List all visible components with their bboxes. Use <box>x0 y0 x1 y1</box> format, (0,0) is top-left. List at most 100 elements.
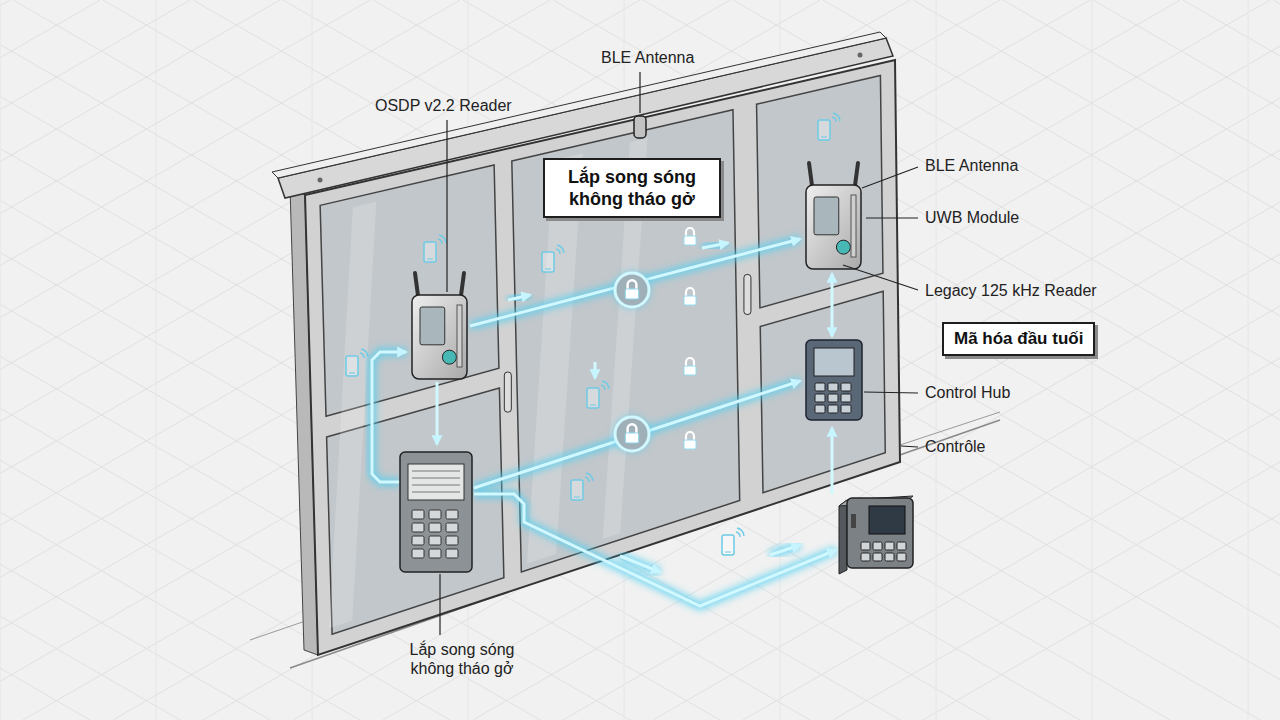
phone-icon <box>424 242 436 262</box>
sliding-door <box>504 372 511 412</box>
background-grid <box>0 0 550 720</box>
callout-label: Lắp song sóng không tháo gở <box>387 640 537 678</box>
phone-icon <box>557 245 564 253</box>
reader-device <box>806 185 861 269</box>
sliding-door <box>858 53 863 58</box>
phone-icon <box>601 385 605 390</box>
meter-device <box>412 471 460 472</box>
phone-icon <box>346 349 368 376</box>
control-hub-device <box>806 340 862 420</box>
background-grid <box>0 0 360 720</box>
meter-device <box>412 485 460 486</box>
flow-arrow <box>474 494 836 606</box>
phone-icon <box>586 473 593 481</box>
flow-glow <box>474 494 836 606</box>
phone-icon <box>571 473 593 500</box>
meter-device <box>429 536 441 545</box>
phone-icon <box>574 497 580 498</box>
flow-glow <box>591 362 600 378</box>
lock-icon <box>684 432 696 449</box>
flow-arrow <box>702 243 728 248</box>
flow-glow <box>828 428 837 494</box>
background-grid <box>0 0 1 720</box>
control-hub-device <box>828 394 838 402</box>
callout-label: Contrôle <box>925 437 985 456</box>
flow-glow <box>508 295 530 300</box>
meter-device <box>412 536 424 545</box>
callout-label: Legacy 125 kHz Reader <box>925 281 1097 300</box>
phone-icons <box>346 113 840 555</box>
control-hub-device <box>815 405 825 413</box>
flow-glow <box>770 545 800 555</box>
controller-device <box>873 542 882 550</box>
flow-arrow <box>831 274 834 336</box>
meter-device <box>400 452 472 572</box>
controller-device <box>839 496 913 574</box>
meter-device <box>412 549 424 558</box>
phone-icon <box>349 373 355 374</box>
callout-label: UWB Module <box>925 208 1019 227</box>
background-grid <box>1092 0 1093 720</box>
reader-device <box>420 307 445 345</box>
callout-label: OSDP v2.2 Reader <box>375 96 512 115</box>
meter-device <box>446 510 458 519</box>
sliding-door <box>272 32 886 178</box>
meter-device <box>412 492 460 493</box>
background-grid <box>283 0 1280 720</box>
phone-icon <box>722 535 734 555</box>
background-grid <box>0 0 1090 720</box>
lock-icon <box>684 296 696 305</box>
flow-arrow <box>508 295 530 300</box>
leader-line <box>866 217 918 218</box>
ble-antenna-device <box>634 116 646 138</box>
lock-icon <box>684 288 696 305</box>
background-grid <box>0 0 1170 720</box>
background-grid <box>936 0 937 720</box>
background-grid <box>0 0 280 720</box>
encrypted-lock <box>613 271 651 309</box>
meter-device <box>446 523 458 532</box>
background-grid <box>103 0 1280 720</box>
leader-line <box>439 574 440 635</box>
flow-arrow <box>474 381 800 488</box>
flow-glow <box>433 382 442 444</box>
reader-device <box>412 273 467 379</box>
leader-line <box>864 392 918 393</box>
background-grid <box>23 0 1270 720</box>
control-hub-device <box>841 394 851 402</box>
callout-label: BLE Antenna <box>925 156 1018 175</box>
lock-icon <box>686 228 694 236</box>
meter-device <box>446 549 458 558</box>
reader-device <box>457 305 462 367</box>
background-grid <box>1248 0 1249 720</box>
phone-icon <box>722 528 744 555</box>
meter-device <box>400 452 472 572</box>
background-grid <box>293 0 1280 720</box>
phone-icon <box>542 245 564 272</box>
leader-line <box>639 72 640 113</box>
phone-icon <box>585 477 589 482</box>
phone-icon <box>818 113 840 140</box>
encrypted-lock <box>625 289 638 299</box>
control-hub-device <box>815 383 825 391</box>
phone-icon <box>424 235 446 262</box>
lock-icon <box>686 432 694 440</box>
note-box: Mã hóa đầu tuối <box>942 322 1095 356</box>
note-box: Lắp song sóng không tháo gở <box>543 158 721 218</box>
phone-icon <box>602 381 609 389</box>
controller-device <box>897 553 906 561</box>
background-grid <box>113 0 1280 720</box>
background-grid <box>156 0 157 720</box>
phone-icon <box>821 137 827 138</box>
flow-glow <box>828 274 837 336</box>
meter-device <box>412 523 424 532</box>
phone-icon <box>542 252 554 272</box>
data-flow <box>372 239 836 606</box>
lock-icon <box>684 366 696 375</box>
encrypted-lock <box>628 424 637 433</box>
control-hub-device <box>841 405 851 413</box>
reader-device <box>851 195 856 257</box>
flow-arrow <box>470 239 800 326</box>
background-grid <box>923 0 1280 720</box>
